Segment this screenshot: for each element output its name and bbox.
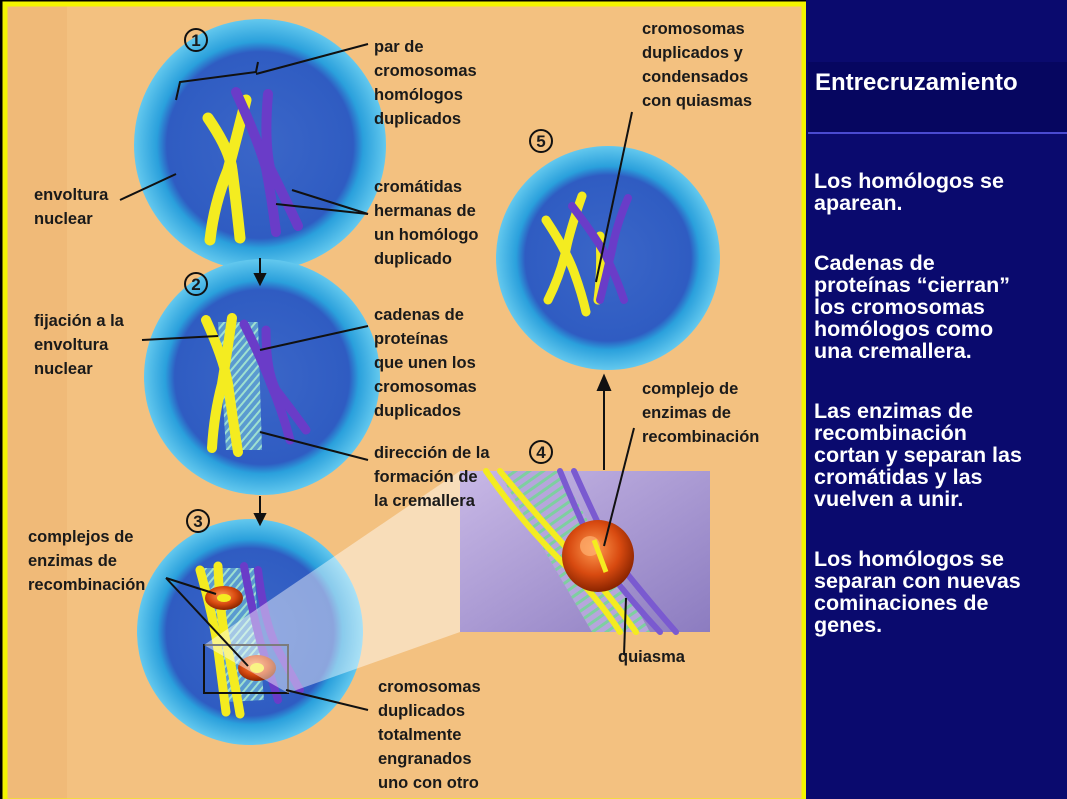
step-number-3: 3 (193, 512, 202, 531)
label-homolog-pair: par de cromosomas homólogos duplicados (374, 38, 481, 128)
label-zipper-direction: dirección de la formación de la cremalle… (374, 444, 494, 510)
figure-frame: 1 2 3 4 5 par de cromosomas homólogos du… (0, 0, 806, 799)
zoom-box (203, 644, 289, 694)
bullet-list: Los homólogos se aparean. Cadenas de pro… (814, 170, 1067, 674)
label-condensed-chiasmata: cromosomas duplicados y condensados con … (642, 20, 753, 110)
chromosome-purple-1 (231, 87, 303, 237)
chromosome-yellow-1 (202, 94, 252, 246)
step-number-1: 1 (191, 31, 200, 50)
label-recombination-complex: complejo de enzimas de recombinación (642, 380, 759, 446)
meiosis-crossing-over-figure: 1 2 3 4 5 par de cromosomas homólogos du… (2, 1, 806, 799)
cell-step-3 (137, 519, 363, 745)
callout-lines (119, 43, 635, 711)
step-arrows (253, 258, 612, 527)
cell-step-5 (496, 146, 720, 370)
step-number-4: 4 (536, 443, 546, 462)
label-sister-chromatids: cromátidas hermanas de un homólogo dupli… (374, 178, 483, 268)
homolog-bracket (175, 61, 259, 101)
bullet-separation: Los homólogos se separan con nuevas comi… (814, 547, 1021, 637)
label-fully-zipped: cromosomas duplicados totalmente engrana… (378, 678, 485, 792)
cell-step-2 (144, 259, 380, 495)
label-protein-chains: cadenas de proteínas que unen los cromos… (374, 306, 481, 420)
bullet-zipper: Cadenas de proteínas “cierran” los cromo… (814, 251, 1010, 363)
step-markers: 1 2 3 4 5 (184, 28, 553, 533)
label-nuclear-envelope: envoltura nuclear (34, 186, 113, 228)
zoom-projection (204, 471, 460, 693)
label-recombination-complexes: complejos de enzimas de recombinación (28, 528, 145, 594)
cell-step-1 (134, 19, 386, 271)
title-bar (808, 62, 1067, 134)
figure-labels: par de cromosomas homólogos duplicados e… (28, 20, 759, 792)
label-chiasma: quiasma (618, 648, 686, 666)
figure-border (2, 1, 806, 799)
step-number-5: 5 (536, 132, 545, 151)
label-attachment: fijación a la envoltura nuclear (34, 312, 128, 378)
step-number-2: 2 (191, 275, 200, 294)
bullet-recombination: Las enzimas de recombinación cortan y se… (814, 399, 1022, 511)
figure-left-shade (7, 6, 67, 799)
bullet-pairing: Los homólogos se aparean. (814, 169, 1004, 215)
slide-title: Entrecruzamiento (815, 69, 1018, 96)
enzyme-zoom-inset (204, 468, 710, 693)
